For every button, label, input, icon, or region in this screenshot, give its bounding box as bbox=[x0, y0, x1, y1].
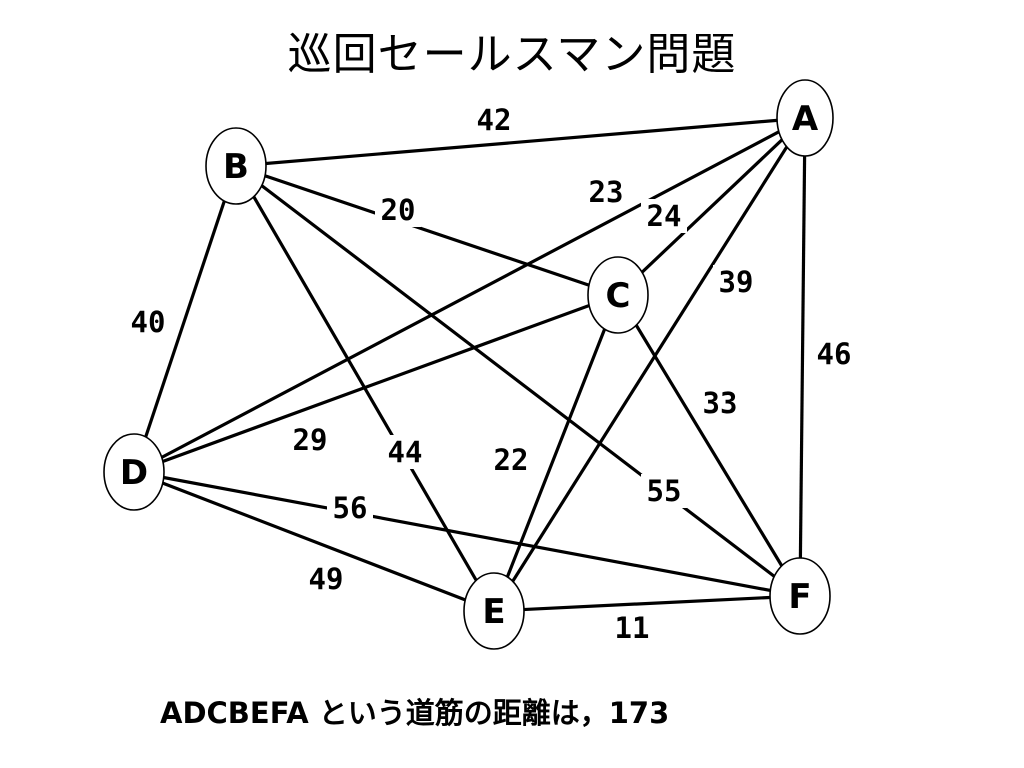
edge-label-bg-b-f bbox=[641, 474, 687, 508]
edge-weight-a-c: 24 bbox=[647, 199, 682, 233]
node-d: D bbox=[103, 433, 165, 511]
edge-weight-a-f: 46 bbox=[817, 337, 852, 371]
edge-label-group-b-d: 40 bbox=[125, 305, 171, 339]
edge-label-group-a-e: 39 bbox=[713, 265, 759, 299]
edge-label-bg-a-c bbox=[641, 199, 687, 233]
node-circle-a bbox=[776, 79, 834, 157]
node-label-d: D bbox=[120, 453, 148, 493]
page-title: 巡回セールスマン問題 bbox=[287, 29, 737, 80]
node-a: A bbox=[776, 79, 834, 157]
edge-label-bg-d-e bbox=[303, 562, 349, 596]
edge-label-group-b-e: 44 bbox=[382, 435, 428, 469]
tour-caption: ADCBEFA という道筋の距離は，173 bbox=[160, 696, 670, 730]
edge-label-group-c-d: 29 bbox=[287, 423, 333, 457]
nodes-layer: A B C D E F bbox=[103, 79, 834, 650]
edge-c-d bbox=[133, 293, 619, 474]
edge-weight-d-f: 56 bbox=[333, 491, 368, 525]
node-e: E bbox=[463, 572, 525, 650]
edges-layer bbox=[132, 116, 807, 613]
edge-label-bg-a-e bbox=[713, 265, 759, 299]
edge-label-group-b-f: 55 bbox=[641, 474, 687, 508]
edge-label-group-b-c: 20 bbox=[375, 193, 421, 227]
edge-label-group-a-f: 46 bbox=[811, 337, 857, 371]
edge-label-bg-a-d bbox=[583, 175, 629, 209]
node-circle-b bbox=[205, 127, 267, 205]
edge-c-e bbox=[492, 294, 620, 612]
edge-label-bg-c-d bbox=[287, 423, 333, 457]
node-circle-f bbox=[769, 557, 831, 635]
edge-a-d bbox=[133, 116, 806, 474]
edge-weight-c-f: 33 bbox=[703, 386, 738, 420]
edge-label-bg-c-f bbox=[697, 386, 743, 420]
edge-label-group-a-b: 42 bbox=[471, 103, 517, 137]
edge-label-group-a-d: 23 bbox=[583, 175, 629, 209]
node-label-e: E bbox=[482, 592, 505, 632]
node-circle-c bbox=[587, 256, 649, 334]
edge-weight-a-b: 42 bbox=[477, 103, 512, 137]
edge-weight-a-e: 39 bbox=[719, 265, 754, 299]
edge-label-group-d-f: 56 bbox=[327, 491, 373, 525]
edge-d-e bbox=[133, 470, 495, 613]
edge-a-f bbox=[798, 117, 807, 597]
edge-label-group-a-c: 24 bbox=[641, 199, 687, 233]
edge-label-bg-c-e bbox=[488, 443, 534, 477]
node-circle-e bbox=[463, 572, 525, 650]
edge-weight-d-e: 49 bbox=[309, 562, 344, 596]
node-label-c: C bbox=[606, 276, 631, 316]
edge-weight-c-d: 29 bbox=[293, 423, 328, 457]
edge-label-bg-b-c bbox=[375, 193, 421, 227]
edge-weight-b-e: 44 bbox=[388, 435, 423, 469]
edge-label-group-c-e: 22 bbox=[488, 443, 534, 477]
node-label-b: B bbox=[223, 147, 249, 187]
edge-a-e bbox=[492, 117, 807, 612]
edge-label-group-e-f: 11 bbox=[609, 611, 655, 645]
node-label-a: A bbox=[792, 99, 819, 139]
edge-label-group-d-e: 49 bbox=[303, 562, 349, 596]
edge-label-bg-e-f bbox=[609, 611, 655, 645]
edge-e-f bbox=[493, 594, 801, 613]
edge-label-bg-a-b bbox=[471, 103, 517, 137]
edge-weight-e-f: 11 bbox=[615, 611, 650, 645]
edge-label-bg-a-f bbox=[811, 337, 857, 371]
edge-label-group-c-f: 33 bbox=[697, 386, 743, 420]
edge-label-bg-b-e bbox=[382, 435, 428, 469]
node-f: F bbox=[769, 557, 831, 635]
edge-a-b bbox=[235, 116, 806, 168]
node-label-f: F bbox=[788, 577, 811, 617]
edge-weight-b-c: 20 bbox=[381, 193, 416, 227]
edge-a-c bbox=[616, 116, 807, 297]
edge-label-bg-d-f bbox=[327, 491, 373, 525]
edge-b-f bbox=[235, 164, 801, 598]
node-circle-d bbox=[103, 433, 165, 511]
edge-weight-c-e: 22 bbox=[494, 443, 529, 477]
edge-b-d bbox=[132, 165, 238, 473]
edge-labels-layer: 42 24 23 39 46 20 40 44 55 29 22 33 49 56 11 bbox=[125, 103, 857, 645]
edge-label-bg-b-d bbox=[125, 305, 171, 339]
edge-b-c bbox=[235, 164, 619, 297]
edge-weight-b-f: 55 bbox=[647, 474, 682, 508]
edge-d-f bbox=[133, 470, 801, 598]
node-b: B bbox=[205, 127, 267, 205]
edge-c-f bbox=[616, 294, 802, 597]
edge-weight-b-d: 40 bbox=[131, 305, 166, 339]
node-c: C bbox=[587, 256, 649, 334]
edge-weight-a-d: 23 bbox=[589, 175, 624, 209]
